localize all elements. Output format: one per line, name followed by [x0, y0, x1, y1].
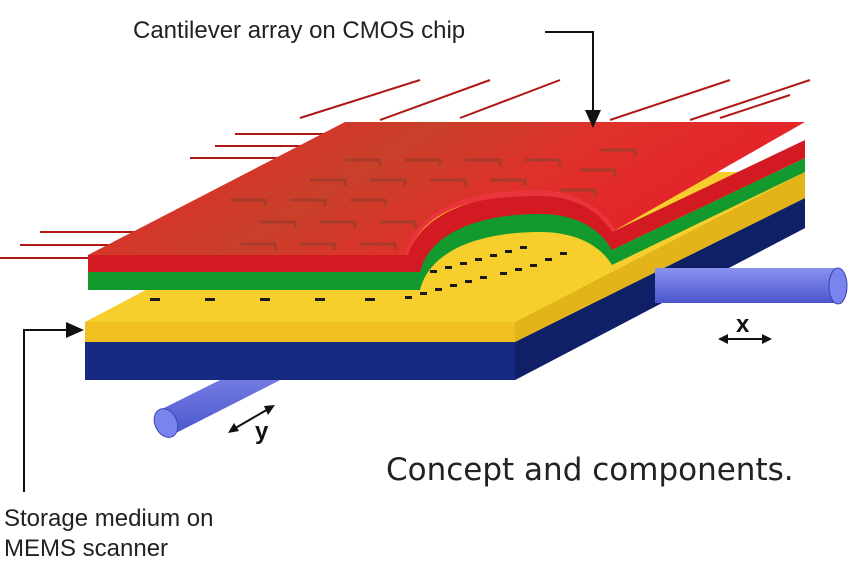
x-axis-label: x: [736, 311, 750, 338]
diagram-caption: Concept and components.: [386, 452, 794, 488]
double-arrow-icon: [718, 334, 772, 344]
scanner-rod-x: [655, 267, 848, 305]
y-axis-label: y: [255, 418, 269, 445]
arrow-icon: [545, 31, 601, 128]
cantilever-array-label: Cantilever array on CMOS chip: [133, 17, 466, 44]
cantilever-pattern: [230, 148, 637, 250]
double-arrow-icon: [228, 405, 275, 433]
storage-label-line2: MEMS scanner: [4, 535, 169, 562]
probe-tips: [150, 246, 567, 301]
arrow-icon: [23, 322, 84, 492]
storage-label-line1: Storage medium on: [4, 505, 214, 532]
contact-wires: [0, 79, 811, 259]
storage-medium-label: Storage medium on MEMS scanner: [4, 504, 304, 564]
